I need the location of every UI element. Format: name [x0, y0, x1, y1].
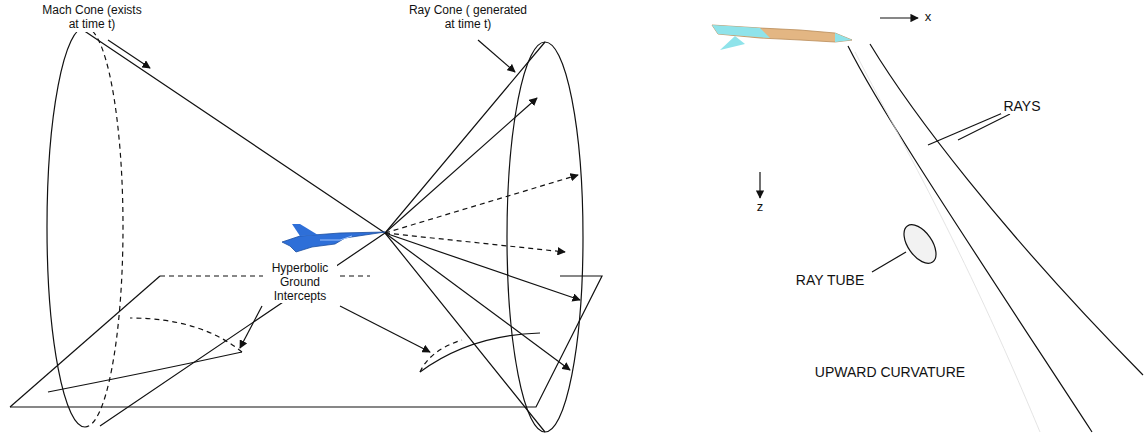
caption-label: UPWARD CURVATURE: [813, 364, 967, 380]
intercept-label: Hyperbolic Ground Intercepts: [263, 262, 337, 303]
hyperbola: [48, 352, 242, 392]
hyperbola-hidden: [130, 318, 242, 352]
cone-label: Mach Cone (exists at time t): [35, 4, 149, 32]
mach-cone-base-hidden: [85, 27, 123, 427]
ray-arrow-hidden: [385, 175, 578, 233]
mach-cone-base: [47, 27, 85, 427]
axis-label: x: [923, 10, 934, 25]
ray-cone: [385, 42, 545, 432]
leader-line: [340, 306, 430, 352]
axis-label: z: [755, 200, 766, 215]
leader-line: [108, 40, 150, 68]
leader-line: [928, 112, 1005, 145]
callout-label: RAYS: [1001, 98, 1042, 114]
axis-arrow: [880, 17, 918, 18]
ray-tube-section: [898, 219, 943, 269]
leader-line: [240, 306, 262, 348]
ray-arrow: [385, 233, 570, 370]
ray-cone-base: [507, 42, 583, 432]
leader-line: [872, 252, 906, 272]
mach-cone: [80, 28, 385, 426]
ray: [870, 44, 1143, 375]
ground-edge: [10, 276, 160, 407]
jet: [282, 224, 385, 252]
callout-label: RAY TUBE: [794, 272, 866, 288]
hyperbola-hidden: [420, 340, 462, 372]
leader-line: [958, 114, 1010, 140]
leader-line: [478, 40, 515, 72]
axis-arrow: [759, 172, 760, 198]
cone-label: Ray Cone ( generated at time t): [406, 4, 530, 32]
ray-arrow: [385, 233, 580, 300]
hyperbola: [420, 333, 540, 372]
jet: [712, 25, 852, 50]
ray-arrow: [385, 98, 537, 233]
